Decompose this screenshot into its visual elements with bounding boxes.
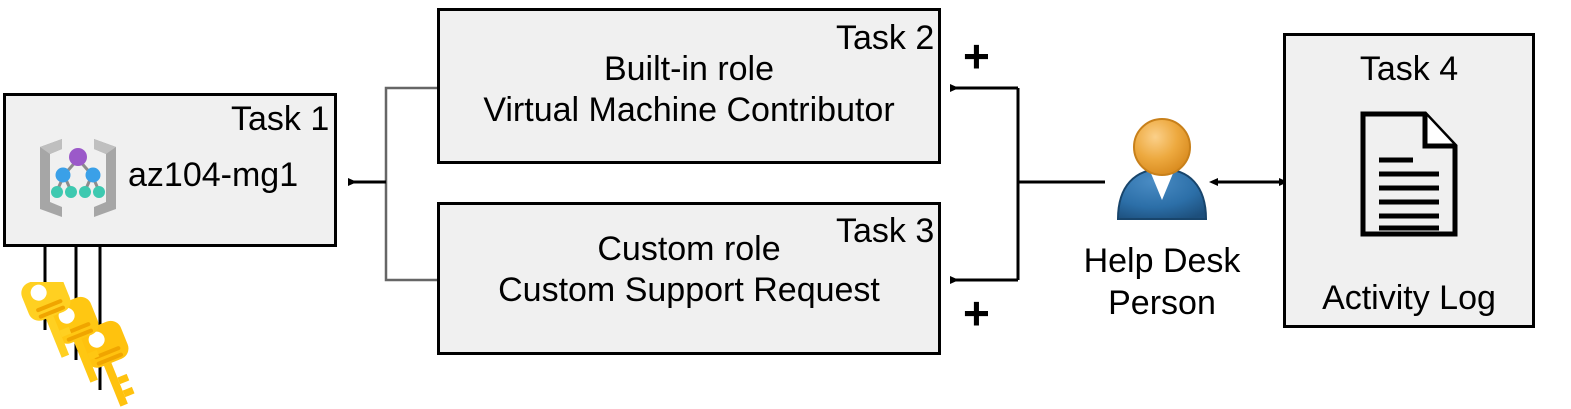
task4-tag: Task 4 <box>1359 50 1459 88</box>
task3-line1: Custom role <box>597 230 781 268</box>
task3-tag: Task 3 <box>836 212 935 250</box>
task1-label: az104-mg1 <box>128 156 299 194</box>
person-label-line2: Person <box>1108 284 1216 322</box>
plus-bottom: + <box>963 287 990 339</box>
task3-box[interactable] <box>437 202 941 355</box>
task3-line2: Custom Support Request <box>498 271 880 309</box>
task2-line2: Virtual Machine Contributor <box>483 91 895 129</box>
connector-tasks-to-task1 <box>348 86 437 282</box>
task1-box[interactable] <box>3 93 337 247</box>
management-group-icon <box>40 139 116 217</box>
task2-tag: Task 2 <box>836 19 935 57</box>
plus-top: + <box>963 30 990 82</box>
task4-label: Activity Log <box>1322 279 1496 317</box>
person-label-line1: Help Desk <box>1083 242 1241 280</box>
keys-icon <box>21 282 135 407</box>
task2-box[interactable] <box>437 8 941 164</box>
task1-tag: Task 1 <box>231 100 330 138</box>
document-icon <box>1360 111 1458 237</box>
task2-line1: Built-in role <box>603 50 775 88</box>
user-icon <box>1116 118 1208 220</box>
